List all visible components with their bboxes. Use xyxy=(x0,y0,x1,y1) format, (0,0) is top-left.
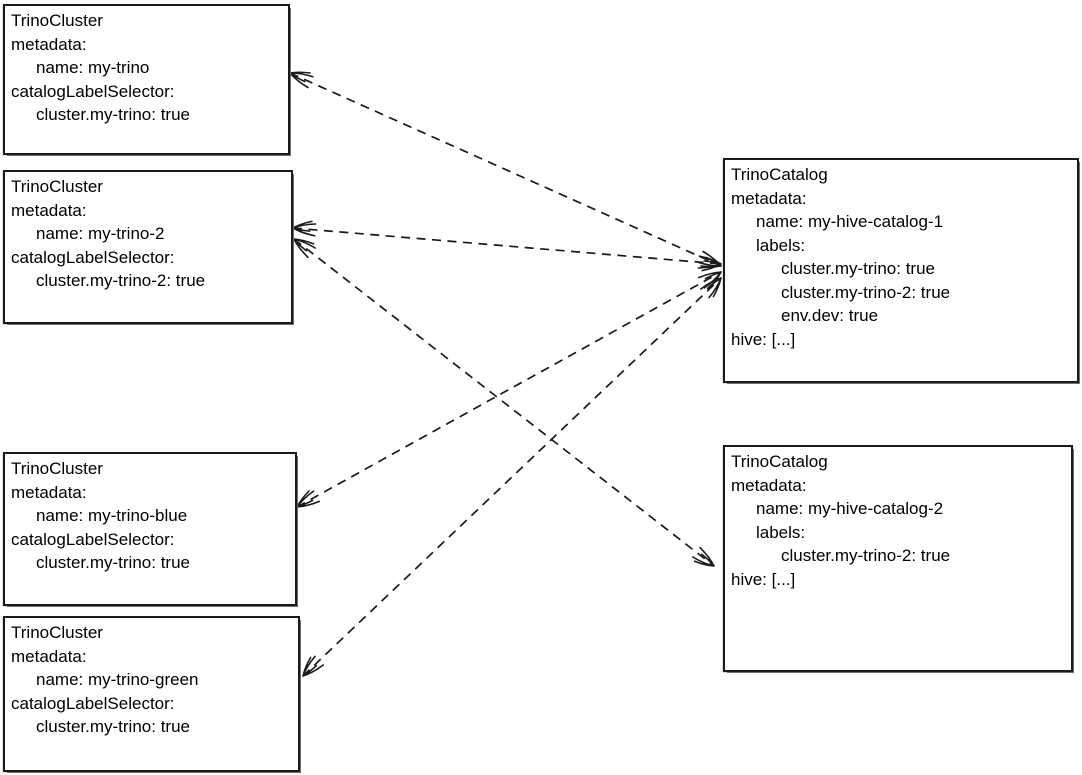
yaml-line: catalogLabelSelector: xyxy=(11,81,175,101)
yaml-line: catalogLabelSelector: xyxy=(11,529,175,549)
yaml-line: name: my-trino-blue xyxy=(36,506,188,525)
edge-catalog1-my-trino-green-line xyxy=(302,277,722,677)
edge-catalog1-my-trino-green xyxy=(302,277,722,677)
node-trinocatalog-my-hive-catalog-1: TrinoCatalog metadata: name: my-hive-catal… xyxy=(723,158,1079,383)
yaml-line: metadata: xyxy=(11,646,87,666)
edge-catalog1-my-trino xyxy=(289,71,722,268)
yaml-line: TrinoCluster xyxy=(11,11,103,30)
yaml-line: TrinoCluster xyxy=(11,623,103,642)
edge-catalog1-my-trino-green-arrowhead-catalog-end xyxy=(700,277,722,299)
yaml-line: name: my-trino-green xyxy=(36,670,199,689)
edge-catalog2-my-trino-2 xyxy=(293,238,715,567)
yaml-line: TrinoCluster xyxy=(11,177,103,196)
node-trinocluster-my-trino-green: TrinoCluster metadata: name: my-trino-gree… xyxy=(3,616,300,772)
edge-catalog1-my-trino-blue-line xyxy=(296,271,722,508)
node-trinocluster-my-trino-2: TrinoCluster metadata: name: my-trino-2 cat… xyxy=(3,170,293,324)
yaml-line: name: my-hive-catalog-1 xyxy=(756,212,944,231)
yaml-line: cluster.my-trino: true xyxy=(36,105,190,124)
yaml-line: labels: xyxy=(756,235,806,255)
yaml-line: name: my-trino-2 xyxy=(36,224,165,243)
yaml-line: metadata: xyxy=(11,482,87,502)
yaml-line: TrinoCatalog xyxy=(731,165,828,184)
yaml-line: cluster.my-trino-2: true xyxy=(781,282,951,302)
yaml-line: hive: [...] xyxy=(731,329,796,349)
edge-catalog2-my-trino-2-line xyxy=(293,238,715,567)
yaml-line: cluster.my-trino-2: true xyxy=(781,546,951,565)
yaml-line: catalogLabelSelector: xyxy=(11,247,175,267)
yaml-line: name: my-trino xyxy=(36,58,150,77)
yaml-line: env.dev: true xyxy=(781,306,879,325)
edge-catalog1-my-trino-arrowhead-catalog-end xyxy=(697,250,722,268)
edge-catalog1-my-trino-2-arrowhead-catalog-end xyxy=(697,255,722,272)
yaml-line: metadata: xyxy=(11,200,87,220)
yaml-line: cluster.my-trino-2: true xyxy=(36,271,206,290)
edge-catalog1-my-trino-2-arrowhead-cluster-end xyxy=(292,220,317,237)
yaml-line: labels: xyxy=(756,522,806,542)
edge-catalog2-my-trino-2-arrowhead-cluster-end xyxy=(293,238,316,259)
edge-catalog1-my-trino-line xyxy=(289,72,722,267)
yaml-line: TrinoCluster xyxy=(11,459,103,478)
yaml-line: hive: [...] xyxy=(731,569,796,589)
edge-catalog2-my-trino-2-arrowhead-catalog-end xyxy=(692,546,715,567)
edge-catalog1-my-trino-2 xyxy=(292,220,722,272)
edge-catalog1-my-trino-blue-arrowhead-catalog-end xyxy=(697,271,722,289)
yaml-line: metadata: xyxy=(11,34,87,54)
node-trinocatalog-my-hive-catalog-2: TrinoCatalog metadata: name: my-hive-catal… xyxy=(723,445,1073,672)
yaml-line: name: my-hive-catalog-2 xyxy=(756,499,944,518)
node-trinocluster-my-trino-blue: TrinoCluster metadata: name: my-trino-blue… xyxy=(3,452,297,606)
node-trinocluster-my-trino: TrinoCluster metadata: name: my-trino catal… xyxy=(3,4,290,155)
yaml-line: cluster.my-trino: true xyxy=(781,259,935,278)
yaml-line: catalogLabelSelector: xyxy=(11,693,175,713)
yaml-line: TrinoCatalog xyxy=(731,452,828,471)
edge-catalog1-my-trino-arrowhead-cluster-end xyxy=(289,71,314,89)
edge-catalog1-my-trino-blue-arrowhead-cluster-end xyxy=(296,490,321,508)
yaml-line: cluster.my-trino: true xyxy=(36,717,190,736)
yaml-line: cluster.my-trino: true xyxy=(36,553,190,572)
edge-catalog1-my-trino-blue xyxy=(296,271,722,508)
edge-catalog1-my-trino-2-line xyxy=(292,227,722,265)
yaml-line: metadata: xyxy=(731,188,807,208)
yaml-line: metadata: xyxy=(731,475,807,495)
edge-catalog1-my-trino-green-arrowhead-cluster-end xyxy=(302,655,324,677)
